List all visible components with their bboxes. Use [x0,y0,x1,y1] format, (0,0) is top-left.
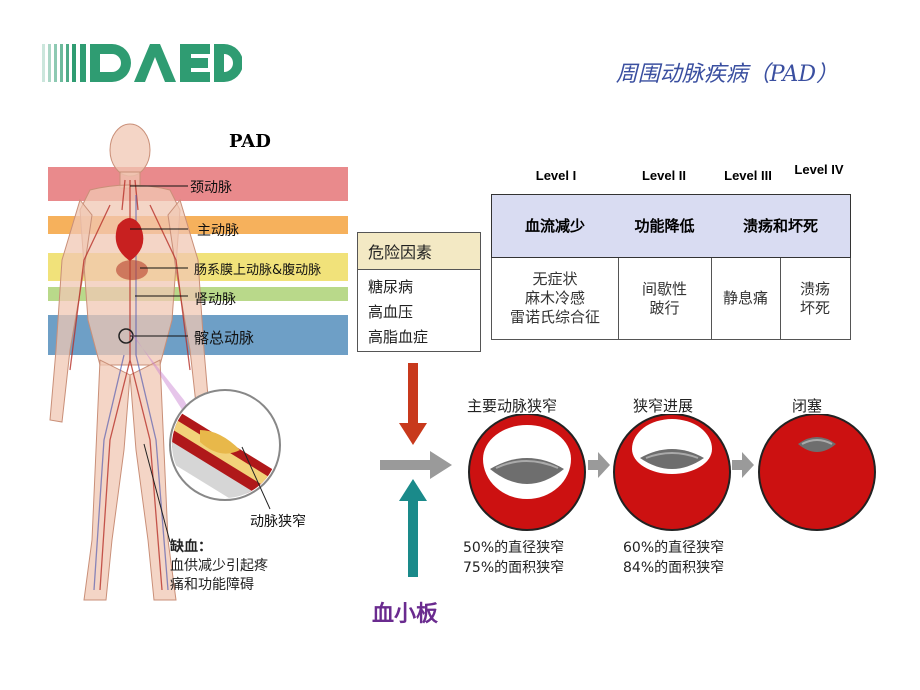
category-reduced-function: 功能降低 [618,194,712,258]
detail-level-4: 溃疡 坏死 [780,258,851,340]
risk-factors-header: 危险因素 [358,233,480,270]
stat-2-diameter: 60%的直径狭窄 [623,540,725,556]
level-header-1: Level I [535,168,577,183]
platelet-label: 血小板 [372,601,439,627]
stage-label-stenosis: 主要动脉狭窄 [467,397,558,415]
figure-title: PAD [229,131,271,152]
cross-section-stenosis [468,414,586,531]
stage-label-occlusion: 闭塞 [792,397,823,415]
paed-logo [42,44,242,82]
label-renal: 肾动脉 [194,292,236,308]
stats-stage-2: 60%的直径狭窄 84%的面积狭窄 [623,538,724,578]
risk-item-hypertension: 高血压 [368,303,414,321]
detail-1-line-2: 麻木冷感 [524,289,585,308]
label-aorta: 主动脉 [197,223,239,239]
teal-up-arrow [399,479,427,577]
detail-level-3: 静息痛 [711,258,781,340]
ischemia-title: 缺血： [170,539,212,555]
ischemia-text: 缺血： 血供减少引起疼 痛和功能障碍 [170,538,268,595]
cross-section-progression [613,414,731,531]
page-title: 周围动脉疾病（PAD） [615,62,838,87]
category-reduced-flow: 血流减少 [491,194,619,258]
detail-level-1: 无症状 麻木冷感 雷诺氏综合征 [491,258,619,340]
detail-2-line-1: 间歇性 [641,279,687,298]
artery-magnifier [128,330,281,501]
stenosis-pointer [241,446,271,510]
stat-1-diameter: 50%的直径狭窄 [463,540,565,556]
stenosis-label: 动脉狭窄 [250,514,306,530]
detail-1-line-1: 无症状 [532,270,578,289]
detail-3-line-1: 静息痛 [722,289,768,308]
artery-cross-sections [468,414,876,531]
arrows-layer [380,363,754,577]
ischemia-pointer [143,443,171,543]
level-header-2: Level II [641,168,687,183]
risk-item-diabetes: 糖尿病 [368,278,414,296]
stat-1-area: 75%的面积狭窄 [463,560,565,576]
ischemia-line-2: 痛和功能障碍 [170,577,254,593]
ischemia-line-1: 血供减少引起疼 [170,558,268,574]
gray-arrow-stage-1 [588,452,610,478]
detail-1-line-3: 雷诺氏综合征 [509,307,600,326]
label-mesenteric: 肠系膜上动脉&腹动脉 [194,263,322,278]
label-carotid: 颈动脉 [190,180,232,196]
label-iliac: 髂总动脉 [194,329,255,347]
risk-factors-box: 危险因素 糖尿病 高血压 高脂血症 [357,232,481,352]
level-header-3: Level III [724,168,772,183]
red-down-arrow [399,363,427,445]
stats-stage-1: 50%的直径狭窄 75%的面积狭窄 [463,538,564,578]
gray-arrow-stage-2 [732,452,754,478]
detail-4-line-1: 溃疡 [799,279,830,298]
detail-4-line-2: 坏死 [799,298,830,317]
category-ulcer-necrosis: 溃疡和坏死 [711,194,851,258]
level-header-4: Level IV [794,162,844,177]
stage-label-progression: 狭窄进展 [633,397,694,415]
detail-2-line-2: 跛行 [649,298,680,317]
leader-lines [130,185,188,337]
risk-item-hyperlipidemia: 高脂血症 [368,328,429,346]
cross-section-occlusion [758,414,876,531]
stat-2-area: 84%的面积狭窄 [623,560,725,576]
gray-right-arrow [380,451,452,479]
human-anatomy-figure [49,123,211,601]
detail-level-2: 间歇性 跛行 [618,258,712,340]
